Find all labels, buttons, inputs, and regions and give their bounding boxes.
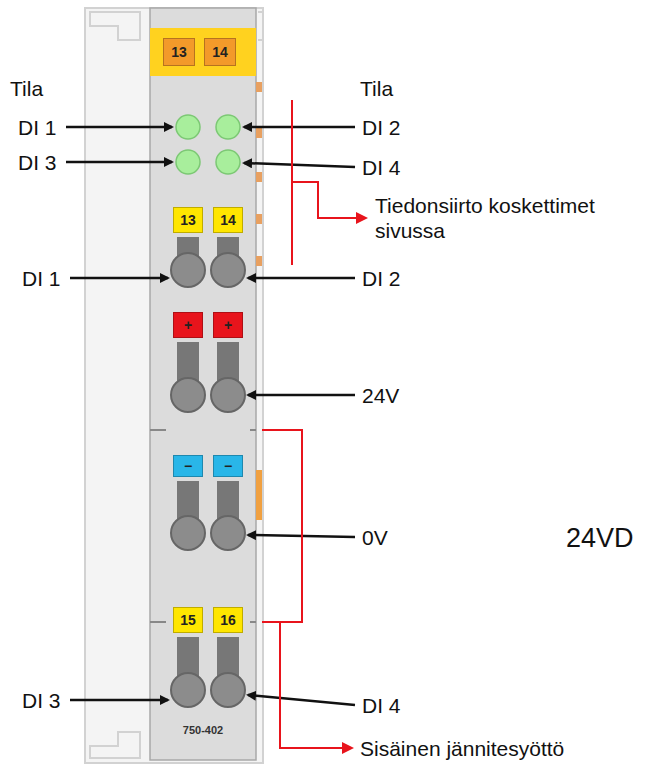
label-holder: 24VD: [566, 522, 634, 554]
label-holder: DI 4: [362, 693, 401, 718]
signal-label: Sisäinen jännitesyöttö: [360, 736, 564, 761]
terminal-marker: 14: [213, 207, 243, 233]
label-holder: 24V: [362, 383, 399, 408]
signal-label: DI 4: [362, 693, 401, 718]
signal-label: DI 1: [22, 266, 61, 291]
terminal-number: −: [224, 459, 232, 473]
signal-label: Tila: [360, 76, 393, 101]
label-holder: DI 1: [18, 115, 57, 140]
terminal-marker: +: [213, 312, 243, 338]
terminal-number: 13: [171, 45, 187, 59]
signal-label: 24VD: [566, 522, 634, 554]
terminal-marker: 16: [213, 607, 243, 633]
label-holder: Sisäinen jännitesyöttö: [360, 736, 564, 761]
terminal-number: +: [224, 318, 232, 332]
terminal-openings: [171, 253, 245, 707]
model-number: 750-402: [183, 724, 223, 736]
signal-label: Tiedonsiirto koskettimet sivussa: [375, 193, 637, 243]
pointer-arrows: [66, 127, 355, 705]
label-holder: Tiedonsiirto koskettimet sivussa: [375, 193, 637, 243]
label-holder: DI 3: [18, 150, 57, 175]
terminal-number: 14: [212, 45, 228, 59]
signal-label: DI 2: [362, 115, 401, 140]
signal-label: Tila: [10, 76, 43, 101]
label-holder: Tila: [360, 76, 393, 101]
signal-label: 0V: [362, 525, 388, 550]
terminal-marker: −: [173, 455, 203, 477]
terminal-marker: +: [173, 312, 203, 338]
terminal-number: +: [184, 318, 192, 332]
signal-label: DI 4: [362, 155, 401, 180]
terminal-marker: −: [213, 455, 243, 477]
label-holder: DI 1: [22, 266, 61, 291]
label-holder: DI 4: [362, 155, 401, 180]
module-housing: [150, 8, 256, 760]
label-holder: DI 2: [362, 266, 401, 291]
terminal-number: 14: [220, 213, 236, 227]
red-brackets: [262, 100, 366, 748]
signal-label: 24V: [362, 383, 399, 408]
label-holder: 0V: [362, 525, 388, 550]
signal-label: DI 3: [22, 688, 61, 713]
terminal-number: −: [184, 459, 192, 473]
terminal-number: 15: [180, 613, 196, 627]
terminal-number: 13: [180, 213, 196, 227]
terminal-marker: 13: [163, 38, 195, 66]
label-holder: DI 2: [362, 115, 401, 140]
signal-label: DI 1: [18, 115, 57, 140]
signal-label: DI 2: [362, 266, 401, 291]
signal-label: DI 3: [18, 150, 57, 175]
side-contacts: [256, 82, 262, 520]
terminal-marker: 15: [173, 607, 203, 633]
module-housing-node: 750-402 13 14 13 14 + + − − 15 16: [150, 8, 256, 760]
terminal-marker: 13: [173, 207, 203, 233]
status-leds: [176, 115, 240, 174]
label-holder: DI 3: [22, 688, 61, 713]
terminal-number: 16: [220, 613, 236, 627]
label-holder: Tila: [10, 76, 43, 101]
terminal-marker: 14: [204, 38, 236, 66]
din-rail: [85, 8, 263, 763]
